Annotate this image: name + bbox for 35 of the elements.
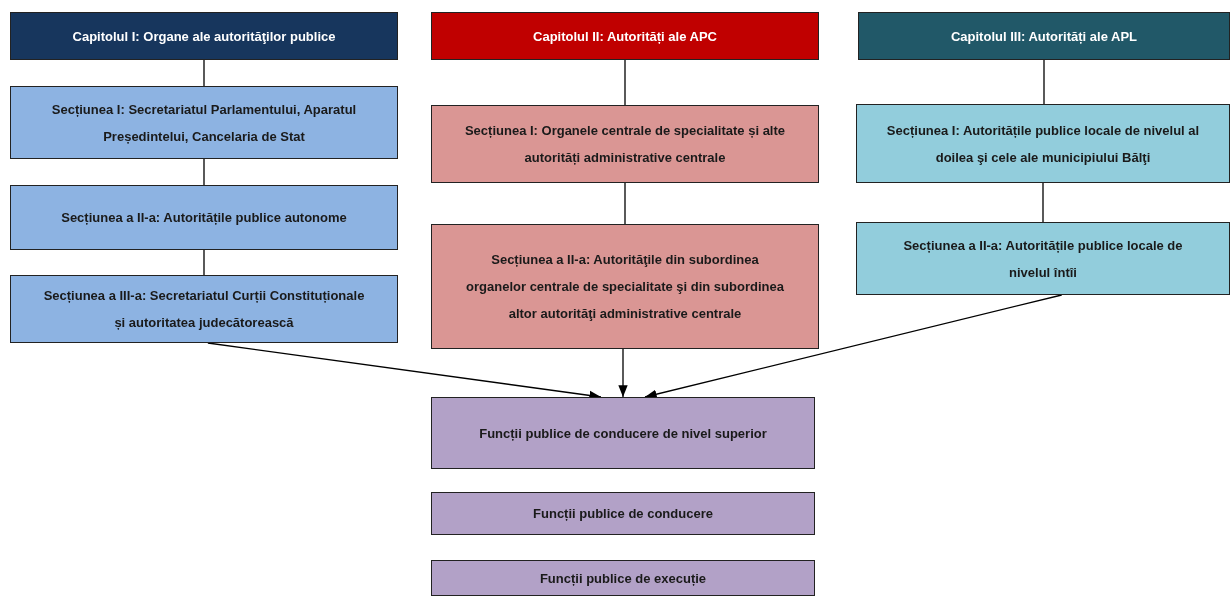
node-label: Funcții publice de execuție (538, 569, 708, 588)
connector-line (203, 158, 205, 186)
node-label: Secțiunea a II-a: Autorităţile din subordinea organelor centrale de specialitate şi din subordinea altor autorităţi administrative centrale (465, 251, 785, 323)
node-label: Funcții publice de conducere de nivel superior (478, 424, 768, 443)
chapter-header (858, 12, 1230, 60)
connector-line (624, 59, 626, 106)
connector-line (1042, 182, 1044, 223)
section-box (10, 86, 398, 159)
node-label: Capitolul I: Organe ale autorităţilor publice (71, 27, 337, 46)
connector-line (624, 182, 626, 225)
function-box (431, 560, 815, 596)
connector-line (203, 59, 205, 87)
node-label: Secțiunea a II-a: Autoritățile publice autonome (60, 209, 348, 227)
node-label: Secțiunea a III-a: Secretariatul Curții Constituționale și autoritatea judecătorească (42, 287, 366, 332)
node-label: Secțiunea I: Autoritățile publice locale de nivelul al doilea şi cele ale municipiului Bălţi (885, 121, 1201, 167)
section-box (431, 224, 819, 349)
connector-line (1043, 59, 1045, 105)
chapter-header (10, 12, 398, 60)
node-label: Secțiunea a II-a: Autoritățile publice locale de nivelul întîi (902, 236, 1184, 282)
section-box (856, 104, 1230, 183)
node-label: Capitolul III: Autorități ale APL (949, 27, 1139, 46)
node-label: Capitolul II: Autorități ale APC (532, 27, 718, 46)
chapter-header (431, 12, 819, 60)
node-label: Funcții publice de conducere (532, 505, 714, 523)
node-label: Secțiunea I: Organele centrale de specialitate și alte autorități administrative centrale (463, 122, 787, 167)
section-box (10, 275, 398, 343)
section-box (856, 222, 1230, 295)
function-box (431, 492, 815, 535)
node-label: Secțiunea I: Secretariatul Parlamentului, Aparatul Președintelui, Cancelaria de Stat (50, 100, 358, 146)
function-box (431, 397, 815, 469)
section-box (431, 105, 819, 183)
arrow (618, 348, 628, 398)
section-box (10, 185, 398, 250)
arrow (644, 294, 1063, 399)
connector-line (203, 249, 205, 276)
